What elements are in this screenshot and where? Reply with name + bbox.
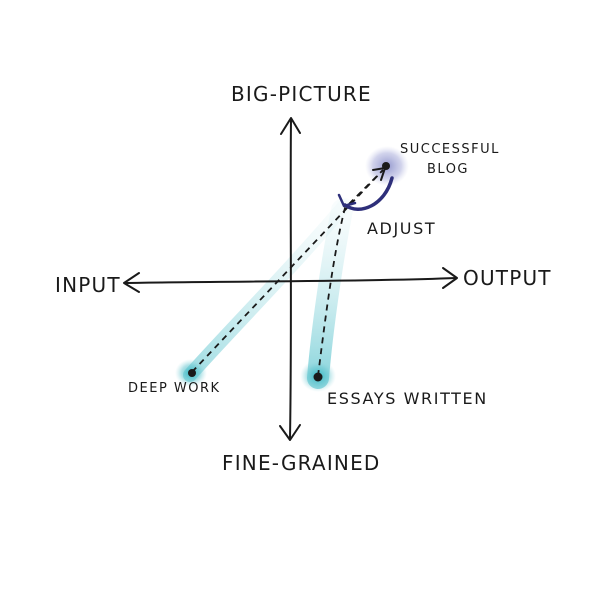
adjust-label: ADJUST (367, 219, 436, 238)
adjust-feedback-curve (343, 176, 394, 211)
goal-label-line1: SUCCESSFUL (400, 142, 500, 157)
essays-arrow (317, 169, 384, 377)
axis-label-right: OUTPUT (463, 266, 552, 290)
horizontal-axis (123, 267, 458, 293)
adjust-arrowhead-icon (337, 193, 357, 208)
essays-node (313, 372, 323, 382)
goal-label-line2: BLOG (427, 162, 469, 177)
goal-node (382, 162, 390, 170)
axis-label-top: BIG-PICTURE (231, 82, 372, 106)
axis-label-left: INPUT (55, 273, 121, 297)
deep-work-label: DEEP WORK (128, 381, 221, 396)
essays-label: ESSAYS WRITTEN (327, 389, 488, 408)
deep-work-node (188, 369, 196, 377)
axis-label-bottom: FINE-GRAINED (222, 451, 381, 475)
vertical-axis (279, 117, 301, 441)
